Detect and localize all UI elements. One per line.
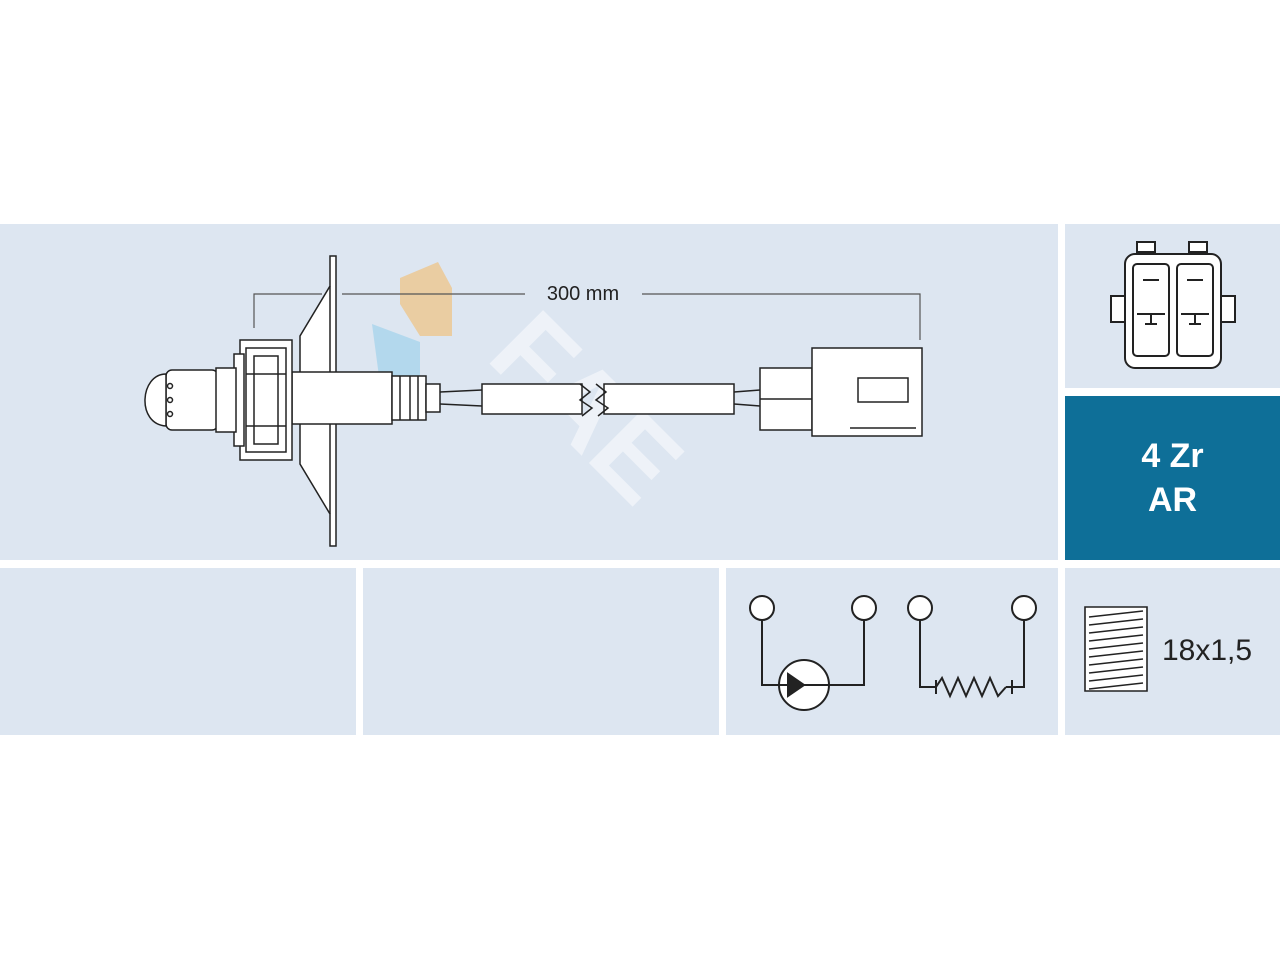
circuit-symbols [749,595,1037,711]
sensor-body-icon [144,255,441,547]
connector-plug-icon [759,347,923,437]
empty-panel-1 [0,568,356,735]
circuit-panel [726,568,1058,735]
signal-circuit-icon [749,595,877,711]
cable-icon [439,383,761,417]
spec-badge-line2: AR [1147,481,1198,519]
thread-icon [1084,606,1148,692]
spec-badge-line1: 4 Zr [1141,437,1204,475]
connector-pinout-icon [1110,241,1236,369]
sensor-drawing: FAE 300 mm [144,255,923,547]
empty-panel-2 [363,568,719,735]
heater-circuit-icon [907,595,1037,699]
spec-badge: 4 Zr AR [1065,396,1280,560]
thread-label: 18x1,5 [1162,634,1253,667]
dimension-line [253,293,921,340]
cable-length-label: 300 mm [547,283,619,305]
